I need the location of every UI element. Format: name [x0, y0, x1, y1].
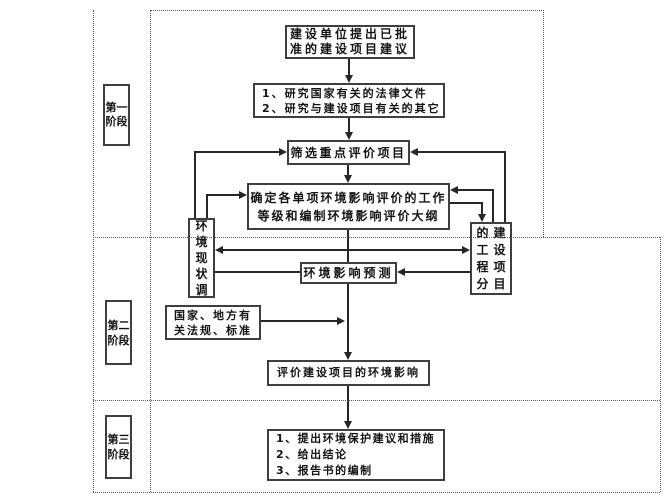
outline-line-2: 等级和编制环境影响评价大纲 [257, 208, 440, 223]
dotted-border-left [93, 10, 94, 492]
laws-line-1: 国家、地方有 [174, 308, 252, 322]
connector-envsurvey-to-outline [206, 194, 240, 196]
flow-box-conclusion: 1、提出环境保护建议和措施 2、给出结论 3、报告书的编制 [267, 429, 445, 481]
flow-box-laws: 国家、地方有 关法规、标准 [165, 305, 261, 340]
flow-box-screening: 筛选重点评价项目 [287, 140, 410, 165]
laws-line-2: 关法规、标准 [174, 323, 252, 337]
conclusion-item-1: 1、提出环境保护建议和措施 [276, 432, 436, 445]
connector-envsurvey-to-screening [194, 151, 280, 153]
phase-divider-1 [93, 237, 660, 238]
connector-envsurvey-project-bidirectional [222, 249, 463, 251]
arrowhead-project-into-screening [410, 148, 418, 156]
arrowhead-bidirectional-right [462, 246, 470, 254]
conclusion-item-3: 3、报告书的编制 [276, 464, 373, 477]
flow-box-proposal: 建设单位提出已批 准的建设项目建议 [285, 25, 415, 59]
arrowhead-outline-into-project [478, 214, 486, 222]
dotted-border-top [150, 10, 544, 11]
connector-envsurvey-to-prediction [215, 271, 300, 273]
flow-box-evaluation: 评价建设项目的环境影响 [267, 360, 430, 386]
flow-box-study: 1、研究国家有关的法律文件 2、研究与建设项目有关的其它 [253, 83, 445, 118]
connector-project-up-outer [504, 151, 506, 222]
connector-outline-to-project-h [450, 202, 483, 204]
connector-outline-to-evaluation [347, 230, 349, 353]
connector-laws-to-mainline [261, 320, 338, 322]
project-analysis-col-right: 建设项目 [493, 225, 506, 291]
phase-divider-2 [93, 400, 660, 401]
connector-proposal-to-study [348, 58, 350, 76]
dotted-border-right-upper [543, 10, 544, 237]
proposal-line-1: 建设单位提出已批 [289, 27, 410, 41]
conclusion-item-2: 2、给出结论 [276, 448, 348, 461]
connector-envsurvey-up-right [206, 194, 208, 218]
outline-line-1: 确定各单项环境影响评价的工作 [250, 190, 447, 205]
proposal-line-2: 准的建设项目建议 [289, 42, 410, 56]
phase-label-2: 第二阶段 [105, 300, 132, 365]
connector-evaluation-to-conclusion [347, 386, 349, 422]
phase-label-3: 第三阶段 [105, 415, 132, 479]
dotted-border-right-lower [660, 237, 661, 492]
connector-screening-to-outline [347, 165, 349, 176]
arrowhead-envsurvey-into-screening [279, 148, 287, 156]
connector-project-to-prediction [404, 271, 470, 273]
connector-study-to-screening [348, 118, 350, 133]
flow-box-env-survey: 环境现状调 [188, 218, 215, 298]
connector-envsurvey-up-left [194, 151, 196, 218]
flow-box-outline: 确定各单项环境影响评价的工作 等级和编制环境影响评价大纲 [247, 183, 450, 230]
dotted-separator-phase-column [150, 10, 151, 492]
arrowhead-envsurvey-into-outline [239, 191, 247, 199]
arrowhead-into-outline [344, 175, 352, 183]
arrowhead-laws-into-mainline [337, 317, 345, 325]
flow-box-prediction: 环境影响预测 [300, 262, 397, 284]
flow-box-project-analysis: 的工程分 建设项目 [470, 222, 512, 295]
study-item-2: 2、研究与建设项目有关的其它 [262, 101, 441, 115]
arrowhead-into-conclusion [344, 421, 352, 429]
connector-project-to-outline [457, 189, 494, 191]
connector-project-to-screening [417, 151, 506, 153]
connector-project-up-inner [492, 189, 494, 222]
connector-outline-to-project-v [481, 202, 483, 215]
study-item-1: 1、研究国家有关的法律文件 [262, 86, 428, 100]
arrowhead-project-into-prediction [397, 268, 405, 276]
phase-label-1: 第一阶段 [103, 84, 130, 146]
arrowhead-into-screening [345, 132, 353, 140]
dotted-border-bottom [93, 492, 660, 493]
project-analysis-col-left: 的工程分 [476, 225, 489, 291]
arrowhead-project-into-outline [450, 186, 458, 194]
arrowhead-into-study [345, 75, 353, 83]
arrowhead-into-evaluation [344, 352, 352, 360]
arrowhead-bidirectional-left [215, 246, 223, 254]
